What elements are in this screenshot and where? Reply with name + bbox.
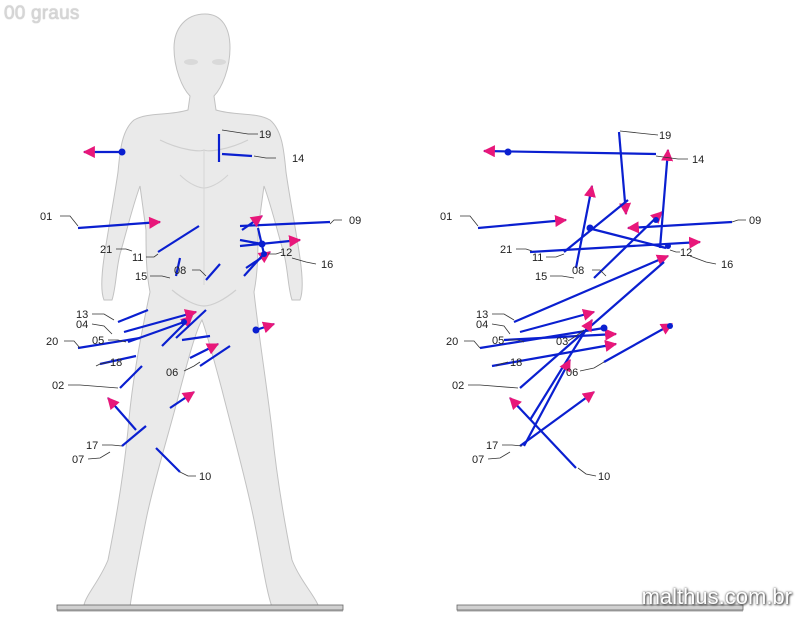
vector-label: 20 (46, 336, 58, 348)
vector-label: 07 (72, 454, 84, 466)
vector-line (119, 365, 143, 389)
vector-line (155, 447, 181, 473)
site-watermark: malthus.com.br (641, 584, 792, 609)
vector-label: 12 (680, 247, 692, 259)
right-vectors (477, 131, 733, 469)
vector-line (477, 214, 568, 230)
vector-line (626, 220, 733, 234)
vector-label: 19 (259, 129, 271, 141)
vector-line (239, 235, 302, 248)
vector-label: 10 (199, 471, 211, 483)
vector-line (161, 315, 193, 347)
vector-label: 02 (52, 380, 64, 392)
vector-label: 09 (349, 215, 361, 227)
vector-label: 06 (166, 367, 178, 379)
vector-label: 02 (452, 380, 464, 392)
vector-line (593, 211, 663, 279)
view-angle-title: 00 graus (4, 3, 80, 24)
vector-label: 14 (692, 154, 704, 166)
vector-label: 01 (40, 211, 52, 223)
vector-line (241, 215, 263, 231)
vector-label: 04 (476, 319, 488, 331)
vector-line (181, 334, 211, 342)
vector-label: 16 (321, 259, 333, 271)
vector-line (121, 425, 147, 447)
vector-label: 04 (76, 319, 88, 331)
vector-line (221, 152, 253, 158)
vector-line (617, 131, 632, 216)
human-figure (83, 13, 319, 608)
vector-line (77, 216, 162, 230)
right-dots (504, 148, 673, 332)
left-dots (118, 148, 267, 334)
vector-line (509, 397, 577, 469)
vector-label: 11 (532, 252, 543, 264)
vector-line (503, 328, 618, 342)
vector-line (157, 225, 200, 253)
vector-label: 13 (476, 309, 488, 321)
vector-line (523, 358, 571, 447)
vector-label: 15 (135, 271, 147, 283)
leader-lines (60, 129, 746, 477)
labels-left: 01 02 04 05 06 07 08 09 10 11 12 13 14 1… (40, 129, 361, 483)
vector-label: 14 (292, 153, 304, 165)
vector-line (603, 323, 674, 363)
vector-label: 09 (749, 215, 761, 227)
vector-line (243, 255, 263, 277)
vector-label: 12 (280, 247, 292, 259)
vector-label: 17 (486, 440, 498, 452)
floor-scale-icon (56, 604, 744, 612)
vector-label: 17 (86, 440, 98, 452)
vector-line (77, 336, 141, 350)
vector-label: 19 (659, 130, 671, 142)
vector-line (658, 148, 674, 249)
vector-line (491, 339, 618, 368)
vector-line (117, 308, 149, 324)
vector-line (205, 263, 221, 281)
vector-line (175, 309, 207, 339)
labels-right: 01 02 03 04 05 06 07 08 09 10 11 12 13 1… (440, 130, 761, 483)
vector-label: 20 (446, 336, 458, 348)
vector-line (519, 309, 596, 334)
vector-label: 15 (535, 271, 547, 283)
vector-line (174, 257, 182, 277)
vector-label: 21 (100, 244, 112, 256)
vector-label: 08 (572, 265, 584, 277)
vector-label: 03 (556, 336, 568, 348)
vector-line (513, 254, 670, 324)
vector-line (107, 397, 137, 431)
vector-label: 11 (132, 252, 143, 264)
vector-line (239, 238, 263, 246)
vector-line (482, 145, 657, 158)
vector-label: 21 (500, 244, 512, 256)
vector-line (169, 391, 196, 409)
vector-label: 05 (92, 335, 104, 347)
human-figure-front-icon (83, 13, 319, 608)
vector-label: 06 (566, 367, 578, 379)
vector-line (519, 391, 595, 447)
vector-line (189, 343, 220, 359)
vector-label: 18 (510, 357, 522, 369)
vector-label: 07 (472, 454, 484, 466)
vector-label: 08 (174, 265, 186, 277)
vector-label: 16 (721, 259, 733, 271)
vector-line (529, 236, 702, 254)
vector-label: 10 (598, 471, 610, 483)
vector-line (563, 199, 629, 253)
vector-line (199, 345, 231, 367)
vector-label: 18 (110, 357, 122, 369)
vector-line (574, 184, 596, 269)
vector-label: 01 (440, 211, 452, 223)
vector-label: 05 (492, 335, 504, 347)
vector-label: 13 (76, 309, 88, 321)
